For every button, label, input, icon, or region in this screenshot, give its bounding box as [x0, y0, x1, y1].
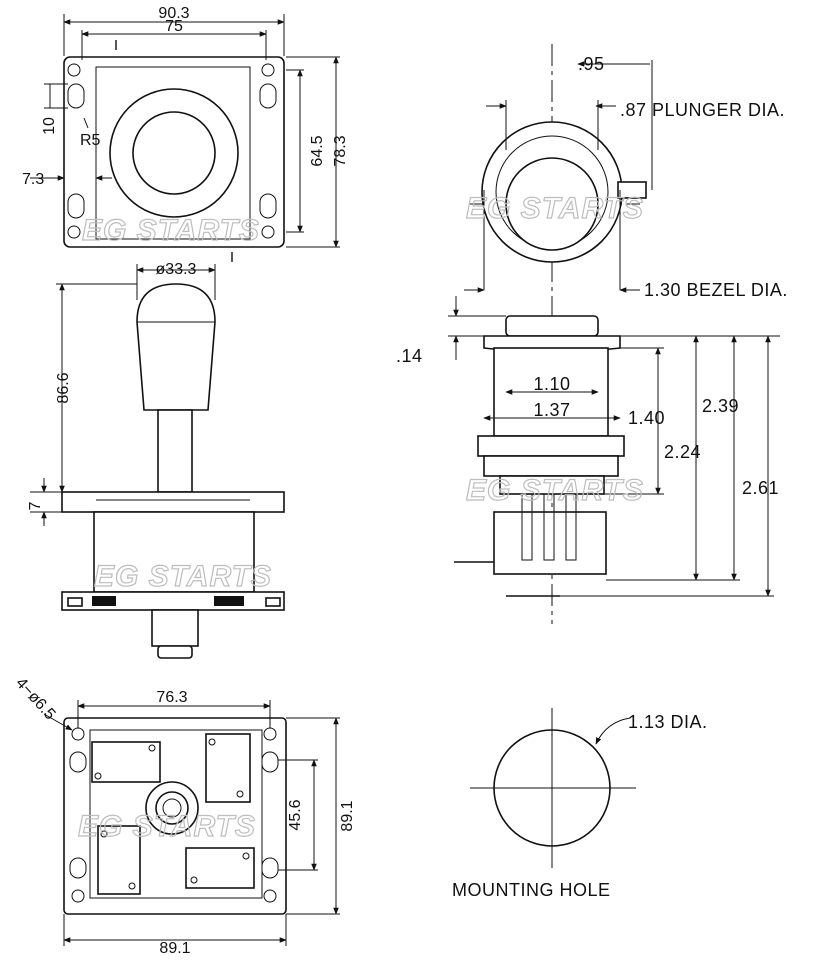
dim-261: 2.61 — [742, 478, 779, 498]
watermark: EG STARTS — [78, 810, 256, 843]
watermark: EG STARTS — [466, 192, 644, 225]
dim-radius: R5 — [80, 132, 101, 149]
dim-hole-height: 64.5 — [309, 135, 326, 166]
dim-mount-dia: 1.13 DIA. — [628, 712, 708, 732]
watermark: EG STARTS — [94, 560, 272, 593]
watermark-group: EG STARTS EG STARTS EG STARTS EG STARTS … — [77, 191, 644, 843]
dim-plunger-dia: .87 PLUNGER DIA. — [620, 100, 785, 120]
mounting-hole-label: MOUNTING HOLE — [452, 880, 611, 900]
dim-bottom-width: 89.1 — [159, 940, 190, 957]
joystick-side-view: ø33.3 86.6 7 — [27, 261, 285, 659]
dim-plate-thickness: 7 — [27, 501, 44, 510]
watermark: EG STARTS — [466, 474, 644, 507]
dim-239: 2.39 — [702, 396, 739, 416]
dim-stick-height: 86.6 — [55, 372, 72, 403]
dim-hole-span: 75 — [165, 18, 183, 35]
dim-224: 2.24 — [664, 442, 701, 462]
dim-edge-offset: 7.3 — [22, 171, 44, 188]
dim-095: .95 — [578, 54, 605, 74]
dim-140: 1.40 — [628, 408, 665, 428]
button-side-view: .14 1.10 1.37 1.40 2.24 2.39 2.61 — [396, 296, 780, 597]
mounting-hole-view: 1.13 DIA. MOUNTING HOLE — [452, 708, 708, 900]
dim-hole-span-x: 76.3 — [156, 689, 187, 706]
dim-hole-span-y: 45.6 — [287, 799, 304, 830]
button-top-view: .95 .87 PLUNGER DIA. 1.30 BEZEL DIA. — [464, 44, 788, 624]
dim-slot-length: 10 — [41, 117, 58, 135]
dim-bottom-height: 89.1 — [339, 800, 356, 831]
joystick-top-view: 90.3 75 64.5 78.3 10 R5 7.3 — [22, 5, 349, 262]
watermark: EG STARTS — [82, 214, 260, 247]
dim-137: 1.37 — [533, 400, 570, 420]
dim-overall-width: 90.3 — [158, 5, 189, 22]
dim-mount-holes: 4−ø6.5 — [12, 675, 58, 724]
dim-bezel-dia: 1.30 BEZEL DIA. — [644, 280, 788, 300]
dim-overall-height: 78.3 — [332, 135, 349, 166]
dim-110: 1.10 — [533, 374, 570, 394]
dim-ball-dia: ø33.3 — [156, 261, 197, 278]
dim-014: .14 — [396, 346, 423, 366]
